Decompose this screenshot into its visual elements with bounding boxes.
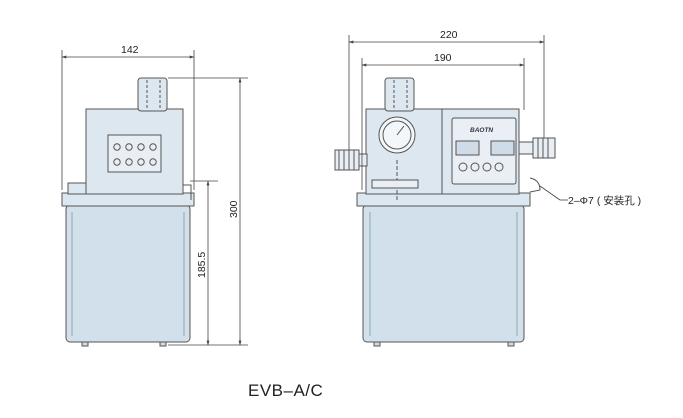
dim-mount-holes: 2–Φ7 ( 安装孔 ) [568,194,641,207]
front-tank [362,204,525,343]
dim-side-width: 142 [121,44,139,56]
dim-total-height: 300 [228,200,240,218]
display-right [490,140,515,156]
front-tank-lid [356,192,531,207]
dim-front-width-total: 220 [440,29,458,41]
side-view [61,77,195,347]
dim-tank-height: 185.5 [196,252,208,278]
model-caption: EVB–A/C [248,381,324,400]
side-tank-lid [61,192,195,207]
side-filler-neck [137,77,168,112]
side-upper-body [67,182,89,195]
front-view [334,77,556,347]
side-terminal-block [107,134,162,173]
right-fitting [532,137,556,159]
side-dimensions [61,50,248,346]
terminal-screws [113,143,157,166]
dim-front-width-body: 190 [434,52,452,64]
front-dimensions [348,35,568,201]
side-tank [65,204,191,343]
panel-brand: BAOTN [470,127,493,134]
display-left [455,140,480,156]
control-panel [451,117,517,185]
front-filler-neck [384,77,415,112]
